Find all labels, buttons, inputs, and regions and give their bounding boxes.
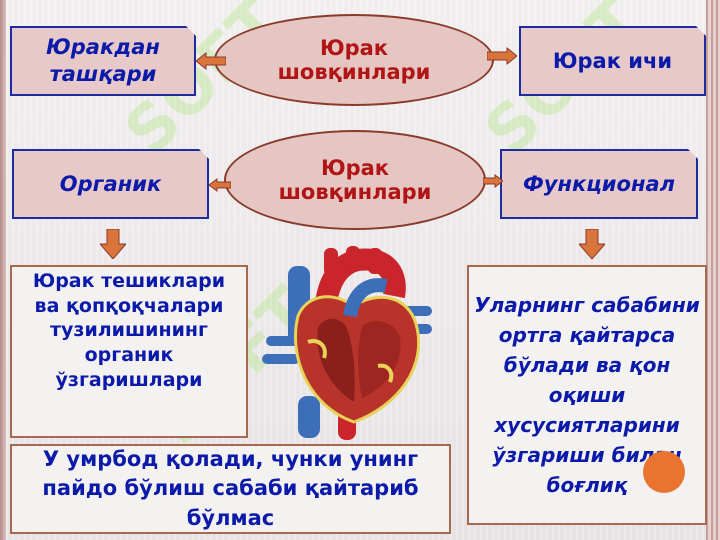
extracardiac-label: Юракдан ташқари	[46, 34, 160, 86]
heart-murmurs-title-top: Юрак шовқинлари	[277, 35, 431, 84]
intracardiac-label: Юрак ичи	[552, 49, 673, 73]
arrow-right-icon	[483, 174, 503, 188]
organic-description: Юрак тешиклари ва қопқоқчалари тузилишин…	[32, 270, 226, 391]
heart-murmurs-ellipse-top: Юрак шовқинлари	[214, 14, 494, 106]
intracardiac-box: Юрак ичи	[519, 26, 706, 96]
arrow-down-icon	[579, 229, 605, 259]
organic-box: Органик	[12, 149, 209, 219]
accent-dot	[643, 451, 685, 493]
arrow-right-icon	[487, 47, 517, 65]
functional-box: Функционал	[500, 149, 698, 219]
arrow-down-icon	[100, 229, 126, 259]
functional-description: Уларнинг сабабини ортга қайтарса бўлади …	[474, 293, 700, 497]
bottom-note: У умрбод қолади, чунки унинг пайдо бўлиш…	[42, 446, 419, 530]
bottom-note-box: У умрбод қолади, чунки унинг пайдо бўлиш…	[10, 444, 451, 534]
extracardiac-box: Юракдан ташқари	[10, 26, 196, 96]
organic-description-box: Юрак тешиклари ва қопқоқчалари тузилишин…	[10, 265, 248, 438]
heart-murmurs-ellipse-mid: Юрак шовқинлари	[224, 130, 486, 230]
slide-left-edge	[0, 0, 6, 540]
slide-right-edge	[706, 0, 720, 540]
arrow-left-icon	[209, 178, 231, 192]
heart-murmurs-title-mid: Юрак шовқинлари	[278, 155, 432, 204]
arrow-left-icon	[196, 52, 226, 70]
functional-label: Функционал	[522, 171, 676, 196]
functional-description-box: Уларнинг сабабини ортга қайтарса бўлади …	[467, 265, 707, 525]
organic-label: Органик	[59, 172, 162, 196]
heart-anatomy-illustration-icon	[262, 246, 432, 440]
